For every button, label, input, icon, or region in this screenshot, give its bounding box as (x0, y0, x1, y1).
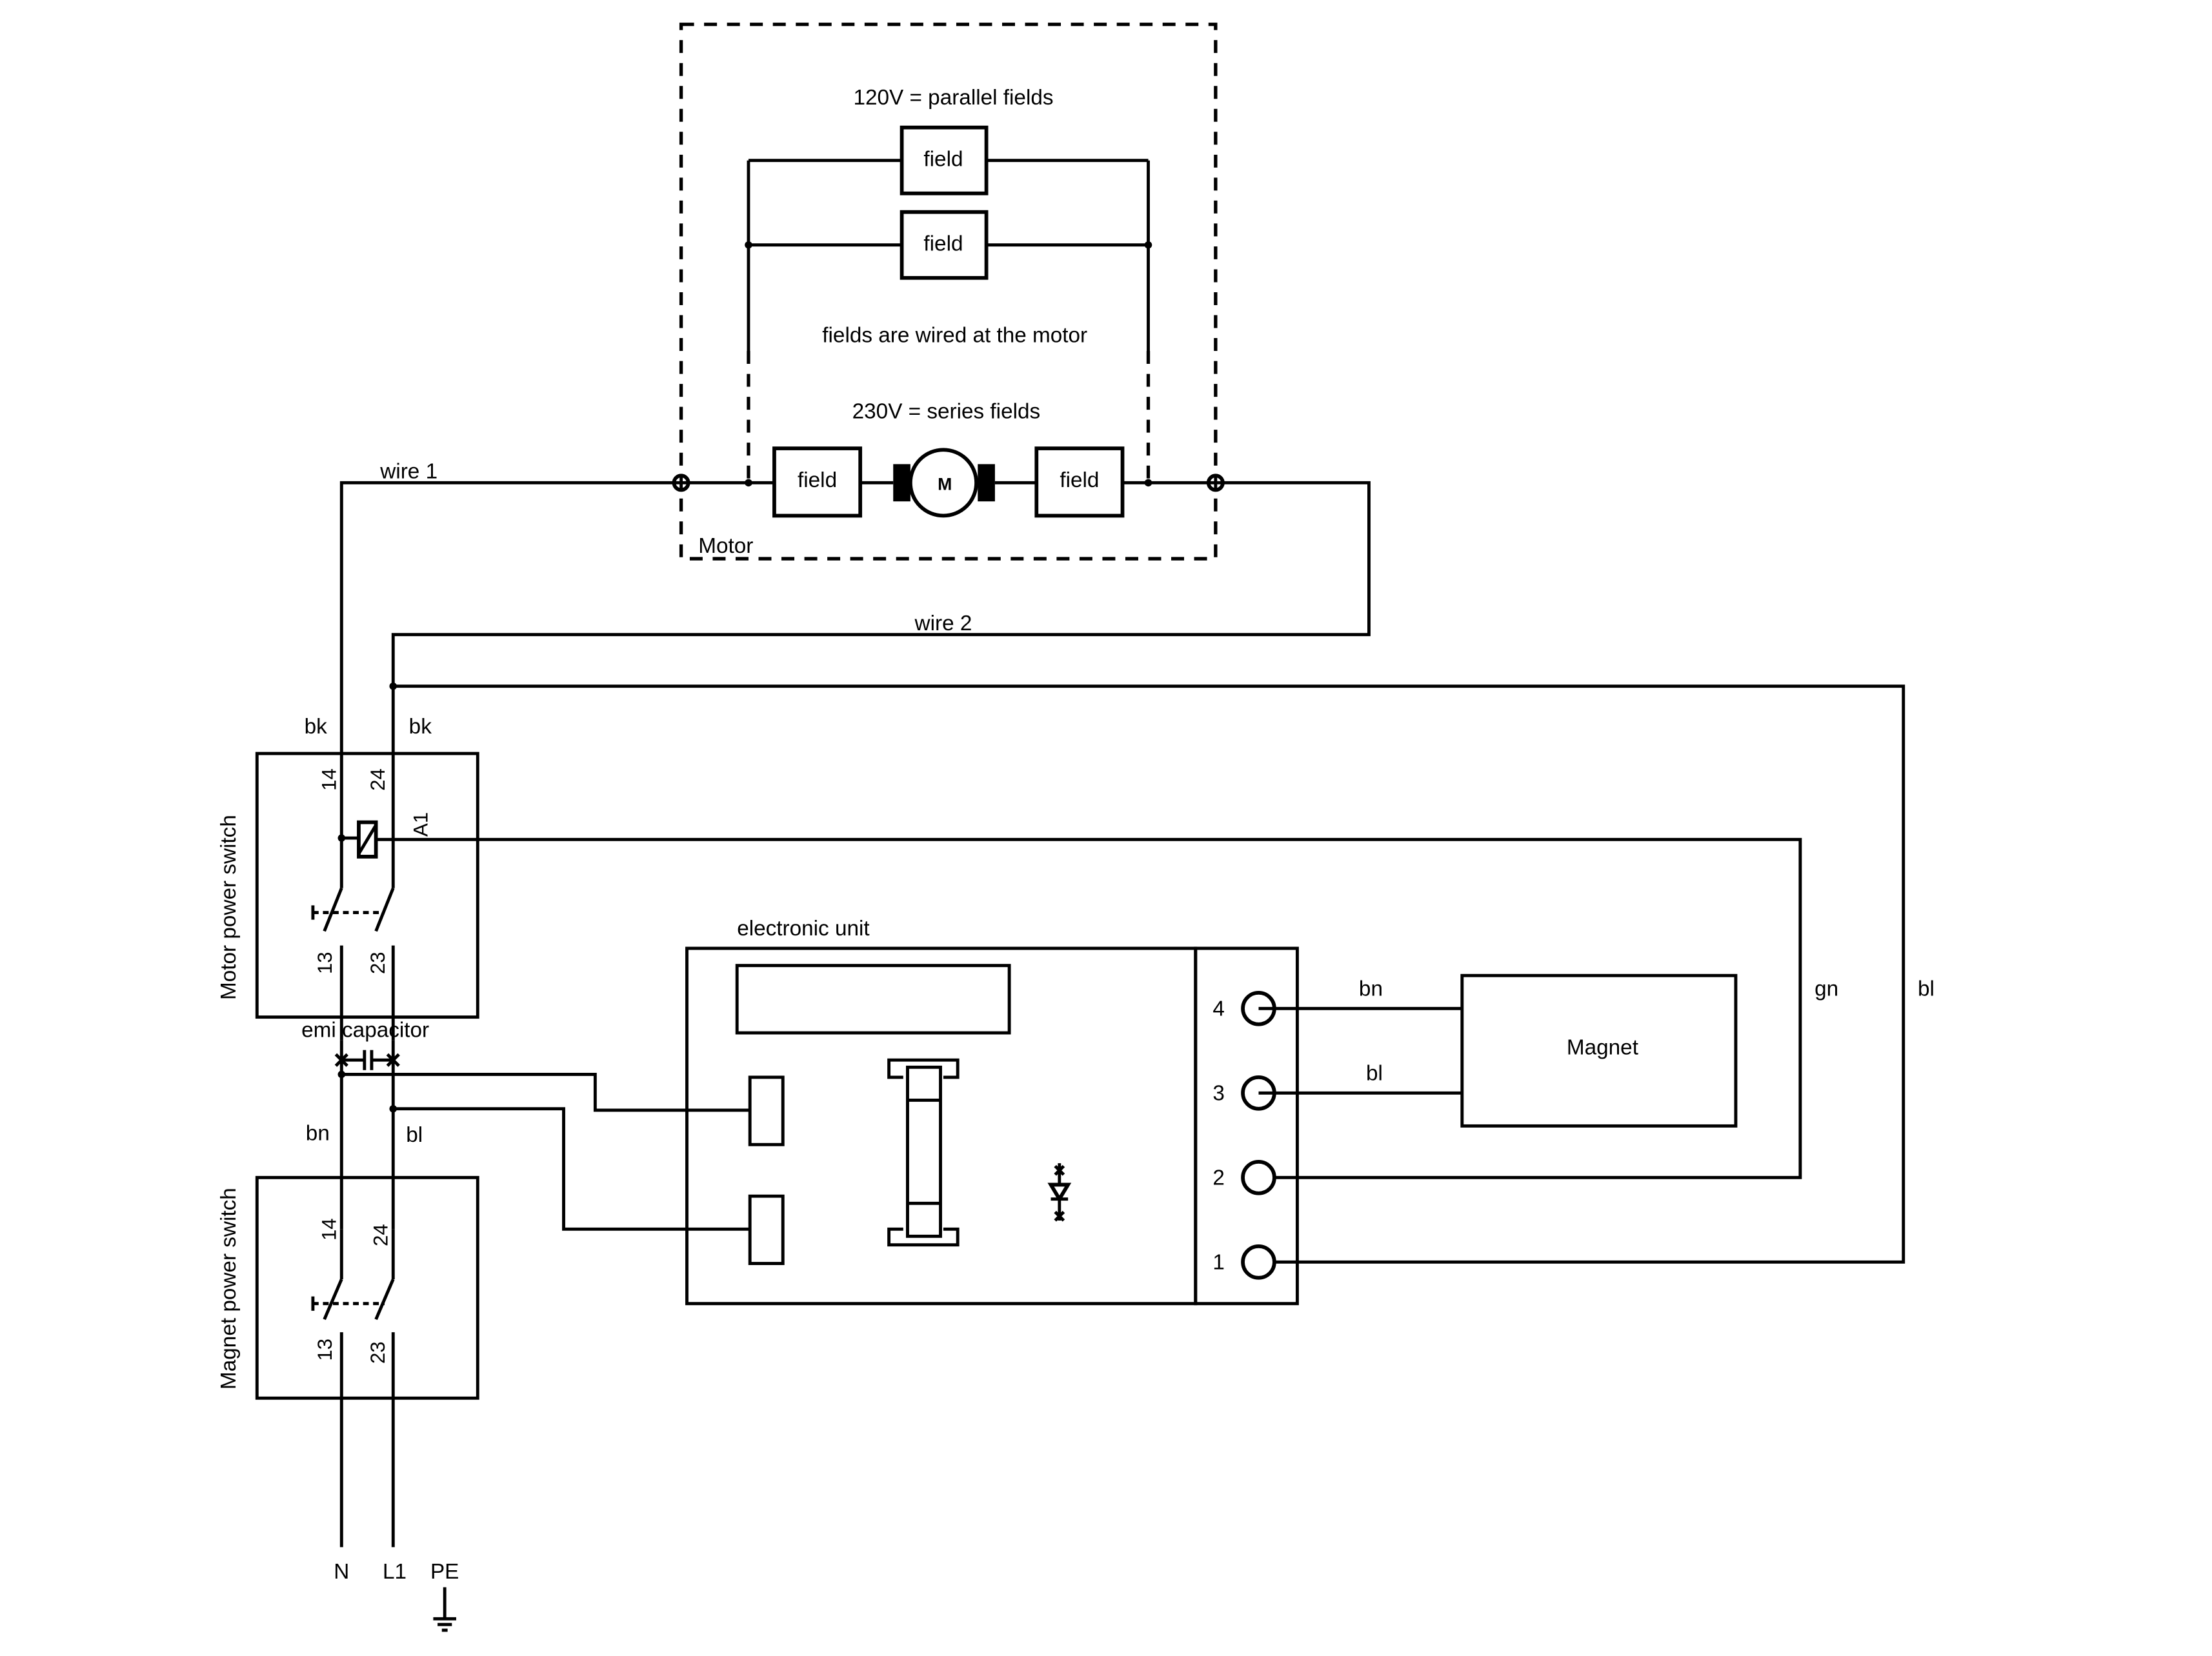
magnet-switch-terminal-23: 23 (367, 1341, 389, 1364)
motor-switch-wire-right: bk (409, 715, 432, 739)
series-field-1-label: field (798, 468, 837, 492)
motor-terminal-left (672, 474, 690, 492)
electronic-unit-label: electronic unit (737, 917, 869, 941)
supply-l1: L1 (383, 1560, 407, 1584)
supply-terminals: N L1 PE (334, 1560, 459, 1632)
input-terminal-n (748, 1075, 785, 1146)
motor-assembly: Motor 120V = parallel fields field field… (672, 23, 1225, 561)
parallel-fields-label: 120V = parallel fields (853, 86, 1053, 110)
motor-switch-box (255, 752, 479, 1019)
series-field-2 (1034, 446, 1125, 518)
motor-switch-wire-left: bk (305, 715, 328, 739)
supply-pe: PE (430, 1560, 459, 1584)
motor-label: Motor (698, 534, 753, 558)
magnet: bn bl Magnet (1258, 973, 1738, 1128)
parallel-field-2-label: field (923, 232, 963, 256)
motor-terminal-right (1206, 474, 1225, 492)
magnet-wire-bl-label: bl (1366, 1061, 1383, 1085)
output-terminal-2-label: 2 (1212, 1166, 1225, 1190)
series-field-2-label: field (1060, 468, 1099, 492)
magnet-switch-wire-left: bn (306, 1122, 330, 1146)
magnet-box (1460, 973, 1738, 1128)
magnet-switch-box (255, 1175, 479, 1400)
output-terminal-3-label: 3 (1212, 1081, 1225, 1105)
motor-switch-terminal-14: 14 (317, 768, 340, 791)
magnet-power-switch: Magnet power switch 14 24 13 23 (217, 1175, 479, 1548)
input-terminal-l1 (748, 1194, 785, 1266)
display-window (735, 964, 1011, 1035)
wire-2 (391, 481, 1371, 888)
motor-power-switch: Motor power switch bk bk 14 24 13 23 A1 (217, 715, 479, 1041)
diode-icon (1047, 1163, 1072, 1222)
magnet-switch-terminal-24: 24 (369, 1224, 392, 1246)
motor-switch-terminal-13: 13 (314, 952, 336, 974)
parallel-field-2 (900, 210, 989, 280)
motor-symbol: M (893, 448, 995, 518)
emi-capacitor: emi capacitor (301, 1019, 429, 1070)
parallel-field-1 (900, 125, 989, 195)
emi-capacitor-label: emi capacitor (301, 1019, 429, 1042)
wire-gn-terminal-2 (376, 837, 1802, 1179)
fuse-icon (887, 1058, 960, 1247)
wire-l1-to-unit (393, 1107, 750, 1231)
series-field-1 (772, 446, 863, 518)
supply-n: N (334, 1560, 349, 1584)
magnet-switch-title: Magnet power switch (217, 1188, 241, 1390)
magnet-switch-terminal-13: 13 (314, 1339, 336, 1361)
fields-wired-note: fields are wired at the motor (822, 324, 1087, 348)
series-fields-label: 230V = series fields (852, 399, 1041, 423)
motor-switch-terminal-23: 23 (367, 952, 389, 974)
wire-bl-label: bl (1918, 977, 1935, 1001)
electronic-unit: electronic unit 4 3 2 1 (685, 917, 1299, 1306)
motor-symbol-label: M (938, 474, 952, 494)
motor-switch-terminal-24: 24 (367, 768, 389, 791)
wire-1-label: wire 1 (379, 460, 437, 484)
parallel-field-1-label: field (923, 148, 963, 172)
wire-n-to-unit (341, 1072, 750, 1112)
wire-gn-label: gn (1815, 977, 1838, 1001)
output-terminal-1-label: 1 (1212, 1250, 1225, 1274)
motor-switch-terminal-a1: A1 (410, 812, 432, 837)
terminal-strip (1194, 946, 1299, 1306)
motor-enclosure (679, 23, 1218, 561)
wire-bl-terminal-1 (393, 684, 1905, 1264)
output-terminal-4-label: 4 (1212, 997, 1225, 1021)
output-terminal-2 (1241, 1160, 1276, 1195)
magnet-wire-bn-label: bn (1359, 977, 1383, 1001)
magnet-switch-terminal-14: 14 (317, 1218, 340, 1241)
magnet-label: Magnet (1567, 1035, 1638, 1059)
motor-switch-title: Motor power switch (217, 815, 241, 1000)
ground-icon (433, 1587, 456, 1632)
magnet-switch-wire-right: bl (406, 1123, 423, 1147)
output-terminal-1 (1241, 1244, 1276, 1280)
wire-2-label: wire 2 (914, 612, 972, 635)
